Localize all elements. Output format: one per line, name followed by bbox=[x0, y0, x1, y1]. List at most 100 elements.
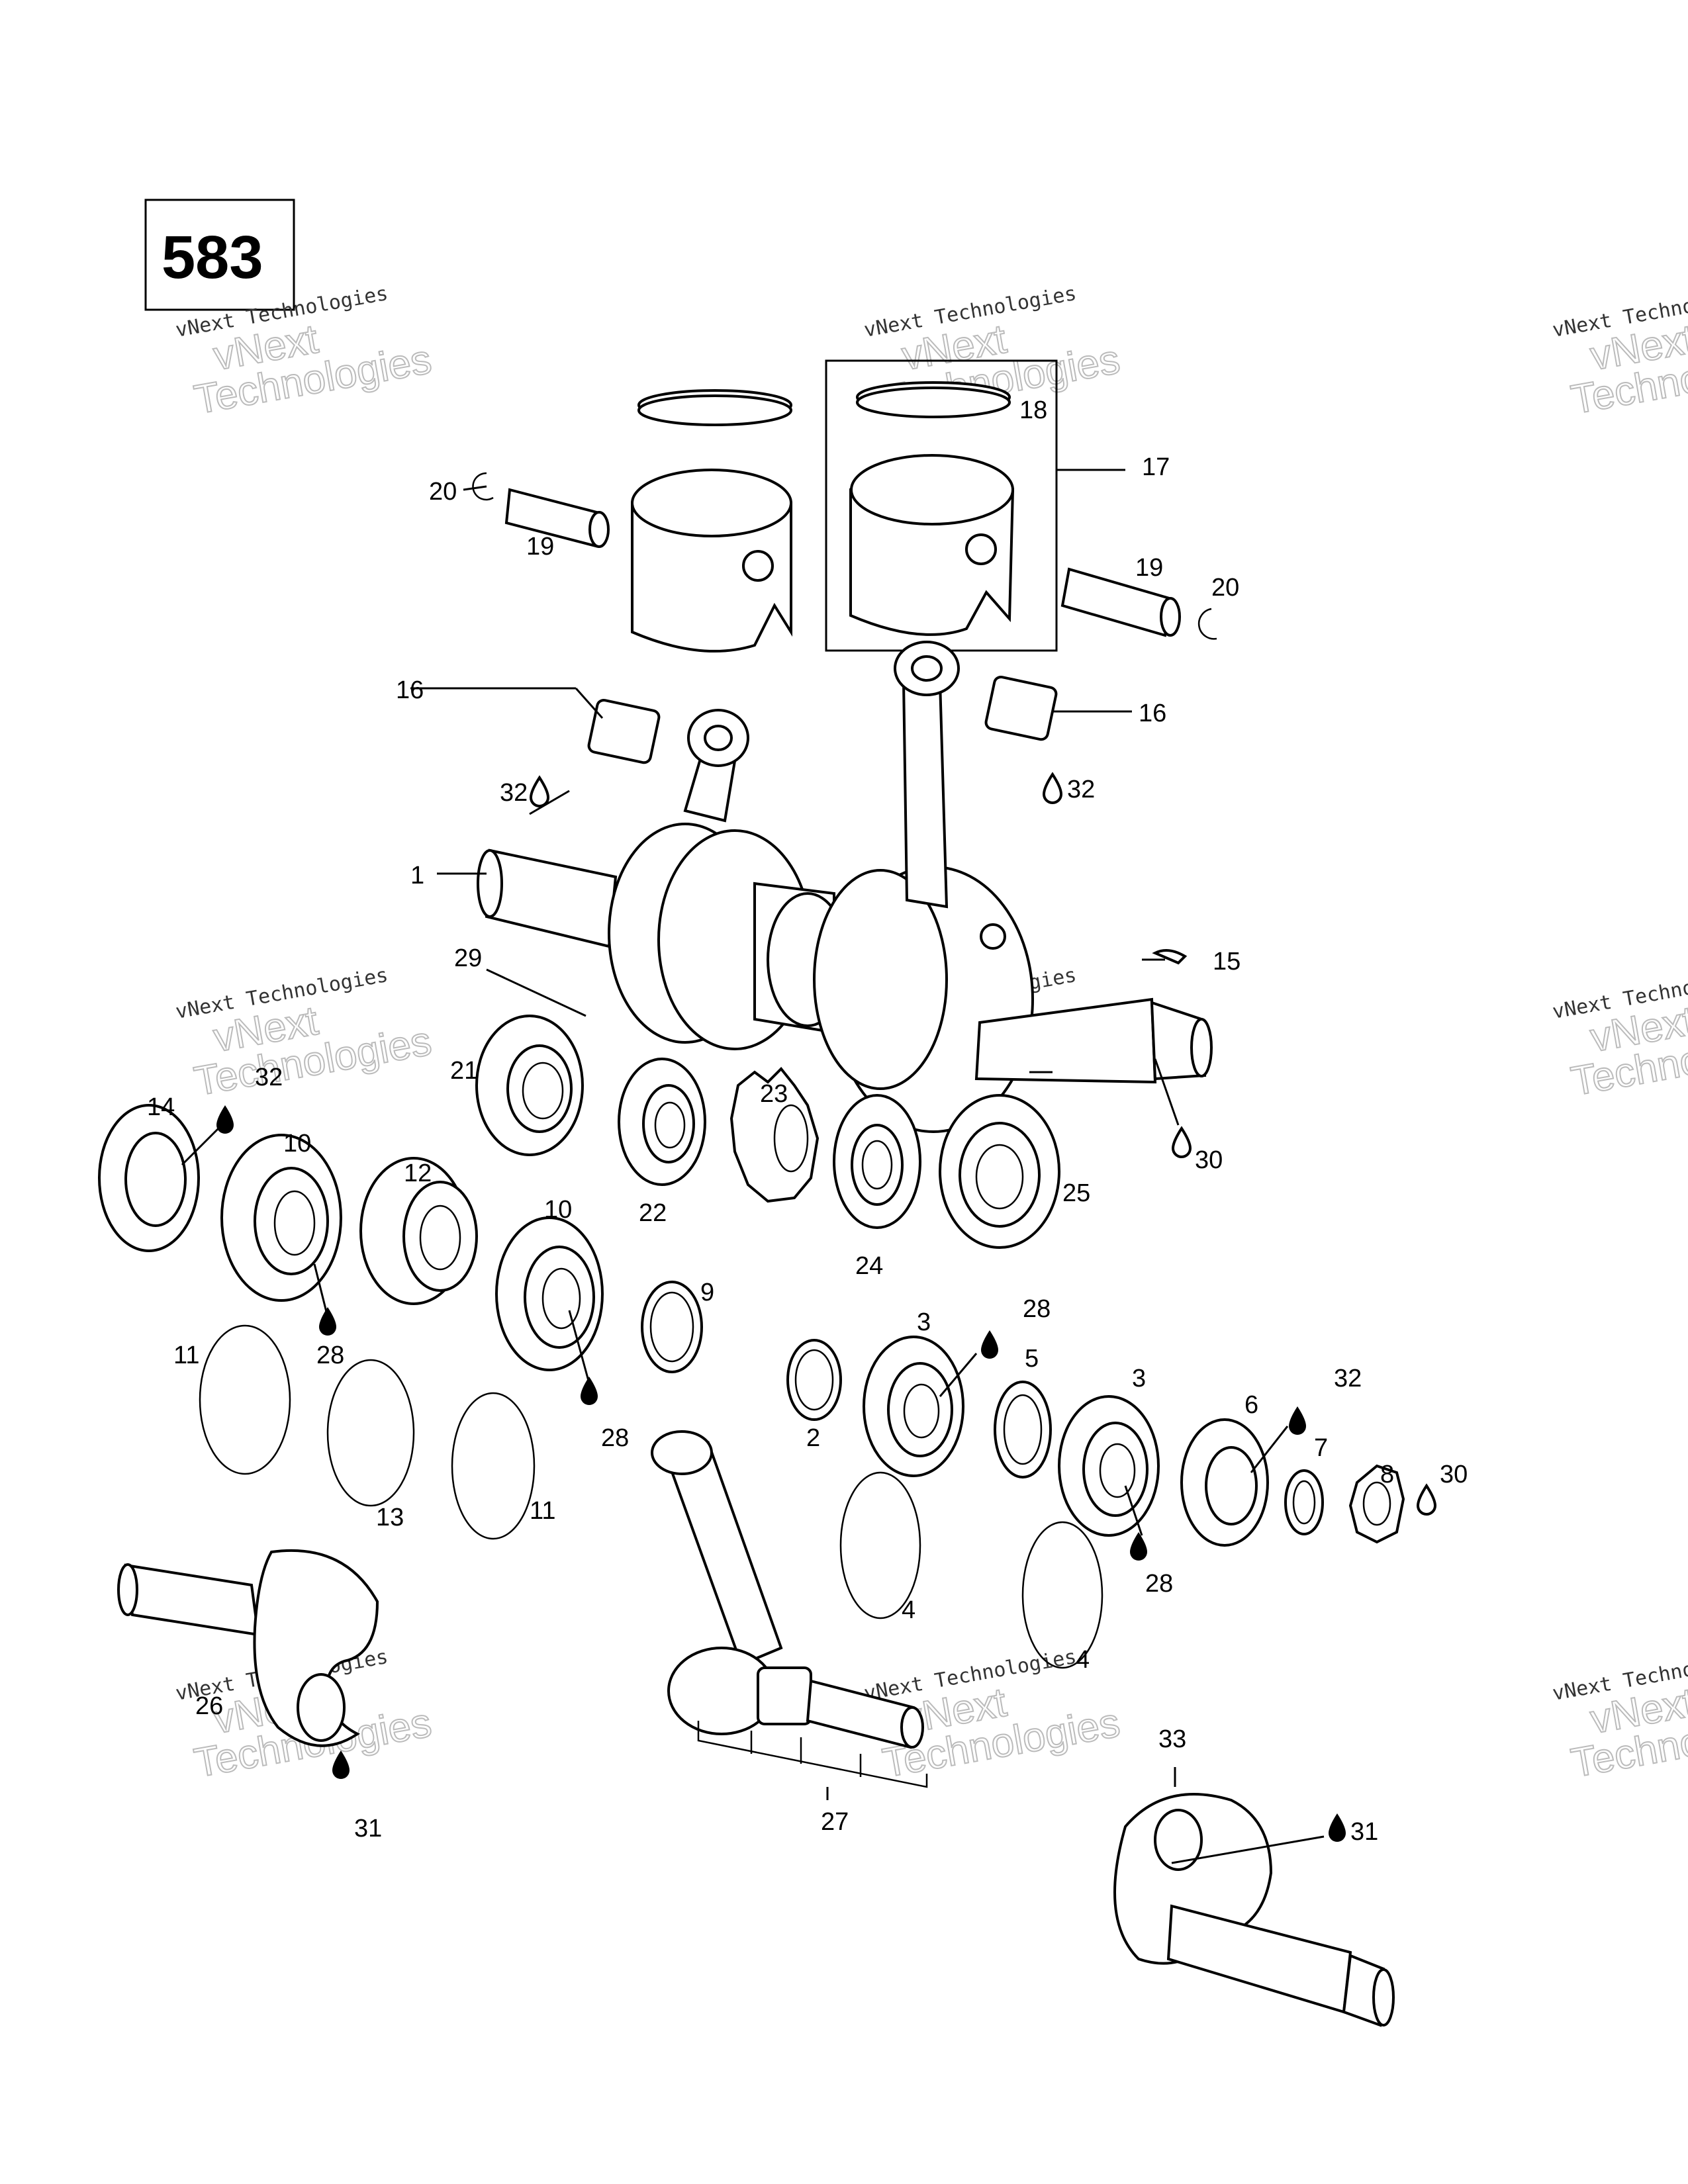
callout-10: 10 bbox=[283, 1130, 311, 1158]
connecting-rod-kit bbox=[651, 1430, 928, 1788]
piston-ring bbox=[637, 394, 792, 426]
callout-1: 1 bbox=[410, 862, 424, 889]
woodruff-key bbox=[1152, 949, 1188, 965]
lubricant-drop-icon bbox=[1171, 1126, 1192, 1158]
callout-9: 9 bbox=[700, 1279, 714, 1306]
bearing-race bbox=[506, 1044, 573, 1133]
shaft-end bbox=[477, 849, 503, 918]
bearing-race bbox=[959, 1122, 1041, 1228]
lubricant-drop-icon bbox=[1289, 1406, 1306, 1435]
thrust-washer bbox=[641, 1281, 703, 1373]
callout-19: 19 bbox=[1135, 554, 1163, 582]
callout-32: 32 bbox=[1334, 1365, 1362, 1392]
lubricant-drop-icons bbox=[216, 772, 1437, 1842]
shim-bore bbox=[1003, 1394, 1043, 1465]
callout-30: 30 bbox=[1195, 1146, 1223, 1174]
o-ring bbox=[1021, 1521, 1103, 1669]
o-ring bbox=[199, 1324, 291, 1475]
piston-pin-end bbox=[588, 511, 610, 548]
lubricant-drop-icon bbox=[332, 1751, 350, 1779]
piston-ring bbox=[856, 387, 1011, 418]
o-ring bbox=[839, 1471, 921, 1619]
callout-16: 16 bbox=[1139, 700, 1166, 727]
callout-14: 14 bbox=[147, 1093, 175, 1121]
callout-33: 33 bbox=[1158, 1725, 1186, 1753]
o-ring bbox=[326, 1359, 415, 1507]
callout-2: 2 bbox=[806, 1424, 820, 1452]
bearing-race bbox=[524, 1246, 595, 1349]
rod-eye bbox=[704, 725, 733, 751]
lubricant-drop-icon bbox=[1329, 1813, 1346, 1842]
callout-21: 21 bbox=[450, 1057, 478, 1085]
seal-lip bbox=[851, 1124, 904, 1206]
crank-pin-hole bbox=[1154, 1809, 1203, 1871]
bearing-bore bbox=[975, 1144, 1024, 1210]
circlip bbox=[472, 472, 494, 501]
bearing-race bbox=[254, 1167, 329, 1275]
connecting-rod bbox=[902, 680, 949, 909]
callout-5: 5 bbox=[1025, 1345, 1039, 1373]
crank-web bbox=[813, 869, 948, 1090]
circlip bbox=[1197, 608, 1217, 640]
connecting-rod bbox=[667, 1441, 783, 1666]
bearing-bore bbox=[903, 1383, 940, 1439]
connecting-rod-small-end bbox=[651, 1430, 713, 1475]
callout-28: 28 bbox=[316, 1342, 344, 1369]
callout-32: 32 bbox=[1067, 776, 1095, 803]
spacer-face bbox=[402, 1181, 478, 1292]
callout-20: 20 bbox=[1211, 574, 1239, 602]
diagram-number: 583 bbox=[162, 224, 263, 291]
callout-16: 16 bbox=[396, 676, 424, 704]
callout-31: 31 bbox=[1350, 1818, 1378, 1846]
crank-shaft-end bbox=[124, 1563, 260, 1637]
lock-washer bbox=[1284, 1469, 1324, 1535]
callout-13: 13 bbox=[376, 1504, 404, 1531]
lubricant-drop-icon bbox=[1130, 1532, 1147, 1561]
callout-27: 27 bbox=[821, 1808, 849, 1836]
shaft-end bbox=[1190, 1018, 1213, 1077]
spacer-bore bbox=[419, 1205, 461, 1271]
callout-28: 28 bbox=[601, 1424, 629, 1452]
piston-pin-end bbox=[1160, 597, 1181, 637]
nut-bore bbox=[1362, 1481, 1391, 1526]
callout-32: 32 bbox=[500, 779, 528, 807]
bearing-race bbox=[1082, 1422, 1149, 1517]
callout-11: 11 bbox=[173, 1342, 199, 1369]
bearing-bore bbox=[522, 1062, 564, 1120]
callout-15: 15 bbox=[1213, 948, 1241, 976]
bearing-bore bbox=[273, 1190, 316, 1256]
nut bbox=[1348, 1464, 1405, 1544]
lubricant-drop-icon bbox=[1042, 772, 1063, 804]
o-ring bbox=[451, 1392, 536, 1540]
needle-bearing bbox=[587, 698, 661, 764]
lubricant-drop-icon bbox=[581, 1377, 598, 1405]
bearings-seals-group bbox=[98, 1015, 1405, 1669]
callout-23: 23 bbox=[760, 1080, 788, 1108]
callout-20: 20 bbox=[429, 478, 457, 506]
callout-12: 12 bbox=[404, 1160, 432, 1187]
piston-kit-box bbox=[825, 359, 1058, 652]
seal-lip bbox=[642, 1084, 695, 1163]
callout-30: 30 bbox=[1440, 1461, 1468, 1488]
callout-11: 11 bbox=[530, 1497, 555, 1525]
piston-pin-right-group bbox=[1060, 567, 1217, 640]
callout-22: 22 bbox=[639, 1199, 667, 1227]
callout-4: 4 bbox=[1076, 1646, 1090, 1674]
callout-31: 31 bbox=[354, 1815, 382, 1843]
callout-25: 25 bbox=[1062, 1179, 1090, 1207]
callout-28: 28 bbox=[1023, 1295, 1051, 1323]
callout-28: 28 bbox=[1145, 1570, 1173, 1598]
callout-29: 29 bbox=[454, 944, 482, 972]
piston-pin-boss bbox=[965, 533, 997, 565]
lubricant-drop-icon bbox=[319, 1307, 336, 1336]
crankshaft-pto-end bbox=[485, 848, 618, 948]
callout-8: 8 bbox=[1380, 1461, 1394, 1488]
seal-bore bbox=[861, 1140, 893, 1190]
crank-pin-hole bbox=[297, 1673, 346, 1742]
callout-17: 17 bbox=[1142, 453, 1170, 481]
half-crank-left bbox=[117, 1549, 379, 1747]
pin-end bbox=[900, 1706, 924, 1749]
crank-shaft-end bbox=[1166, 1904, 1352, 2014]
gear-bore bbox=[773, 1104, 809, 1173]
